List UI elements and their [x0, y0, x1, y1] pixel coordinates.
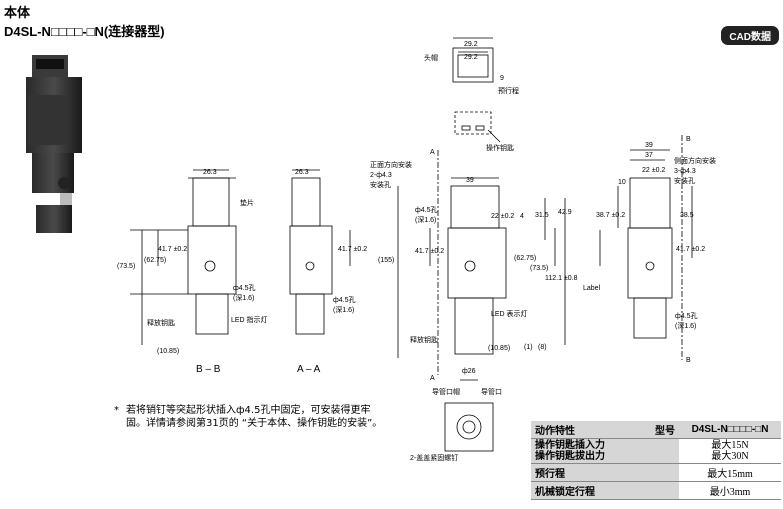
dim-front-1085: (10.85): [488, 345, 510, 352]
label-front-led: LED 表示灯: [491, 309, 528, 318]
dim-front-315: 31.5: [535, 212, 549, 219]
dim-bb-263: 26.3: [203, 169, 217, 176]
label-conduit-cap: 导管口帽: [432, 387, 460, 396]
row-value-lock-stroke: 最小3mm: [679, 481, 781, 500]
label-front-hole: ф4.5孔: [415, 206, 438, 214]
dim-front-39: 39: [466, 177, 474, 184]
dim-front-22: 22 ±0.2: [491, 213, 514, 220]
note-text: 若将销钉等突起形状插入ф4.5孔中固定，可安装得更牢固。详情请参阅第31页的 “…: [126, 405, 383, 429]
label-aa-hole-depth: (深1.6): [333, 305, 354, 314]
dim-front-429: 42.9: [558, 209, 572, 216]
dim-front-735: (73.5): [530, 265, 548, 272]
label-front-holes2: 安装孔: [370, 180, 391, 189]
dim-side-10: 10: [618, 179, 626, 186]
cad-data-button[interactable]: CAD数据: [721, 26, 779, 45]
label-bb-hole-depth: (深1.6): [233, 293, 254, 302]
row-label-key-force: 操作钥匙插入力 操作钥匙拔出力: [531, 438, 679, 464]
label-bb-hole: ф4.5孔: [233, 284, 256, 292]
dim-bb-1085: (10.85): [157, 348, 179, 355]
dim-side-387: 38.7 ±0.2: [596, 212, 625, 219]
dim-aa-263: 26.3: [295, 169, 309, 176]
label-side-label: Label: [583, 285, 601, 292]
label-conduit-port: 导管口: [481, 387, 502, 396]
dim-side-37: 37: [645, 152, 653, 159]
dim-top-292b: 29.2: [464, 54, 478, 61]
label-pre-stroke: 预行程: [498, 86, 519, 95]
mounting-note: * 若将销钉等突起形状插入ф4.5孔中固定，可安装得更牢固。详情请参阅第31页的…: [114, 404, 384, 430]
arrow-b-top: B: [686, 136, 691, 143]
note-asterisk: *: [114, 405, 119, 416]
label-front-release-key: 释放钥匙: [410, 335, 438, 344]
dim-front-417: 41.7 ±0.2: [415, 248, 444, 255]
label-pad: 垫片: [240, 198, 254, 207]
header-model-number: D4SL-N□□□□-□N: [679, 421, 781, 439]
dim-front-1: (1): [524, 344, 533, 351]
dim-side-385: 38.5: [680, 212, 694, 219]
label-front-holes: 2-ф4.3: [370, 172, 392, 179]
dim-front-4: 4: [520, 213, 524, 220]
dim-front-phi26: ф26: [462, 368, 476, 375]
product-photo: [26, 55, 82, 233]
row-value-pre-stroke: 最大15mm: [679, 463, 781, 482]
dim-aa-417: 41.7 ±0.2: [338, 246, 367, 253]
dim-side-22: 22 ±0.2: [642, 167, 665, 174]
label-side-hole: ф4.5孔: [675, 312, 698, 320]
dim-top-9: 9: [500, 75, 504, 82]
label-head-cap: 头帽: [424, 53, 438, 62]
spec-table: 动作特性 型号 D4SL-N□□□□-□N 操作钥匙插入力 操作钥匙拔出力 最大…: [531, 421, 781, 500]
dim-front-8: (8): [538, 344, 547, 351]
caption-bb: B – B: [196, 364, 221, 375]
arrow-a-top: A: [430, 149, 435, 156]
row-value-key-force: 最大15N 最大30N: [679, 438, 781, 464]
dim-front-1121: 112.1 ±0.8: [545, 275, 578, 282]
dim-front-155: (155): [378, 257, 394, 264]
dim-top-292a: 29.2: [464, 41, 478, 48]
table-row: 机械锁定行程 最小3mm: [531, 481, 781, 500]
row-label-lock-stroke: 机械锁定行程: [531, 481, 679, 500]
dim-side-417: 41.7 ±0.2: [676, 246, 705, 253]
caption-aa: A – A: [297, 364, 321, 375]
label-side-hole-depth: (深1.6): [675, 321, 696, 330]
table-row: 操作钥匙插入力 操作钥匙拔出力 最大15N 最大30N: [531, 438, 781, 464]
label-side-holes2: 安装孔: [674, 176, 695, 185]
dim-bb-417: 41.7 ±0.2: [158, 246, 187, 253]
dim-side-39: 39: [645, 142, 653, 149]
header-characteristic: 动作特性: [531, 421, 631, 439]
label-side-holes: 3-ф4.3: [674, 168, 696, 175]
label-side-mount: 侧面方向安装: [674, 156, 716, 165]
dim-bb-6275: (62.75): [144, 257, 166, 264]
spec-table-header: 动作特性 型号 D4SL-N□□□□-□N: [531, 421, 781, 439]
table-row: 预行程 最大15mm: [531, 463, 781, 482]
section-title: 本体: [4, 5, 31, 20]
arrow-a-bottom: A: [430, 375, 435, 382]
label-front-hole-depth: (深1.6): [415, 215, 436, 224]
label-aa-hole: ф4.5孔: [333, 296, 356, 304]
label-front-mount: 正面方向安装: [370, 160, 412, 169]
row-label-pre-stroke: 预行程: [531, 463, 679, 482]
label-cover-screw: 2-盖盖紧固螺钉: [410, 453, 458, 462]
model-title: D4SL-N□□□□-□N(连接器型): [4, 24, 165, 39]
label-bb-release-key: 释放钥匙: [147, 318, 175, 327]
dim-bb-735: (73.5): [117, 263, 135, 270]
dim-front-6275: (62.75): [514, 255, 536, 262]
arrow-b-bottom: B: [686, 357, 691, 364]
header-model: 型号: [631, 421, 679, 439]
label-operation-key: 操作钥匙: [486, 143, 514, 152]
label-bb-led: LED 指示灯: [231, 315, 268, 324]
